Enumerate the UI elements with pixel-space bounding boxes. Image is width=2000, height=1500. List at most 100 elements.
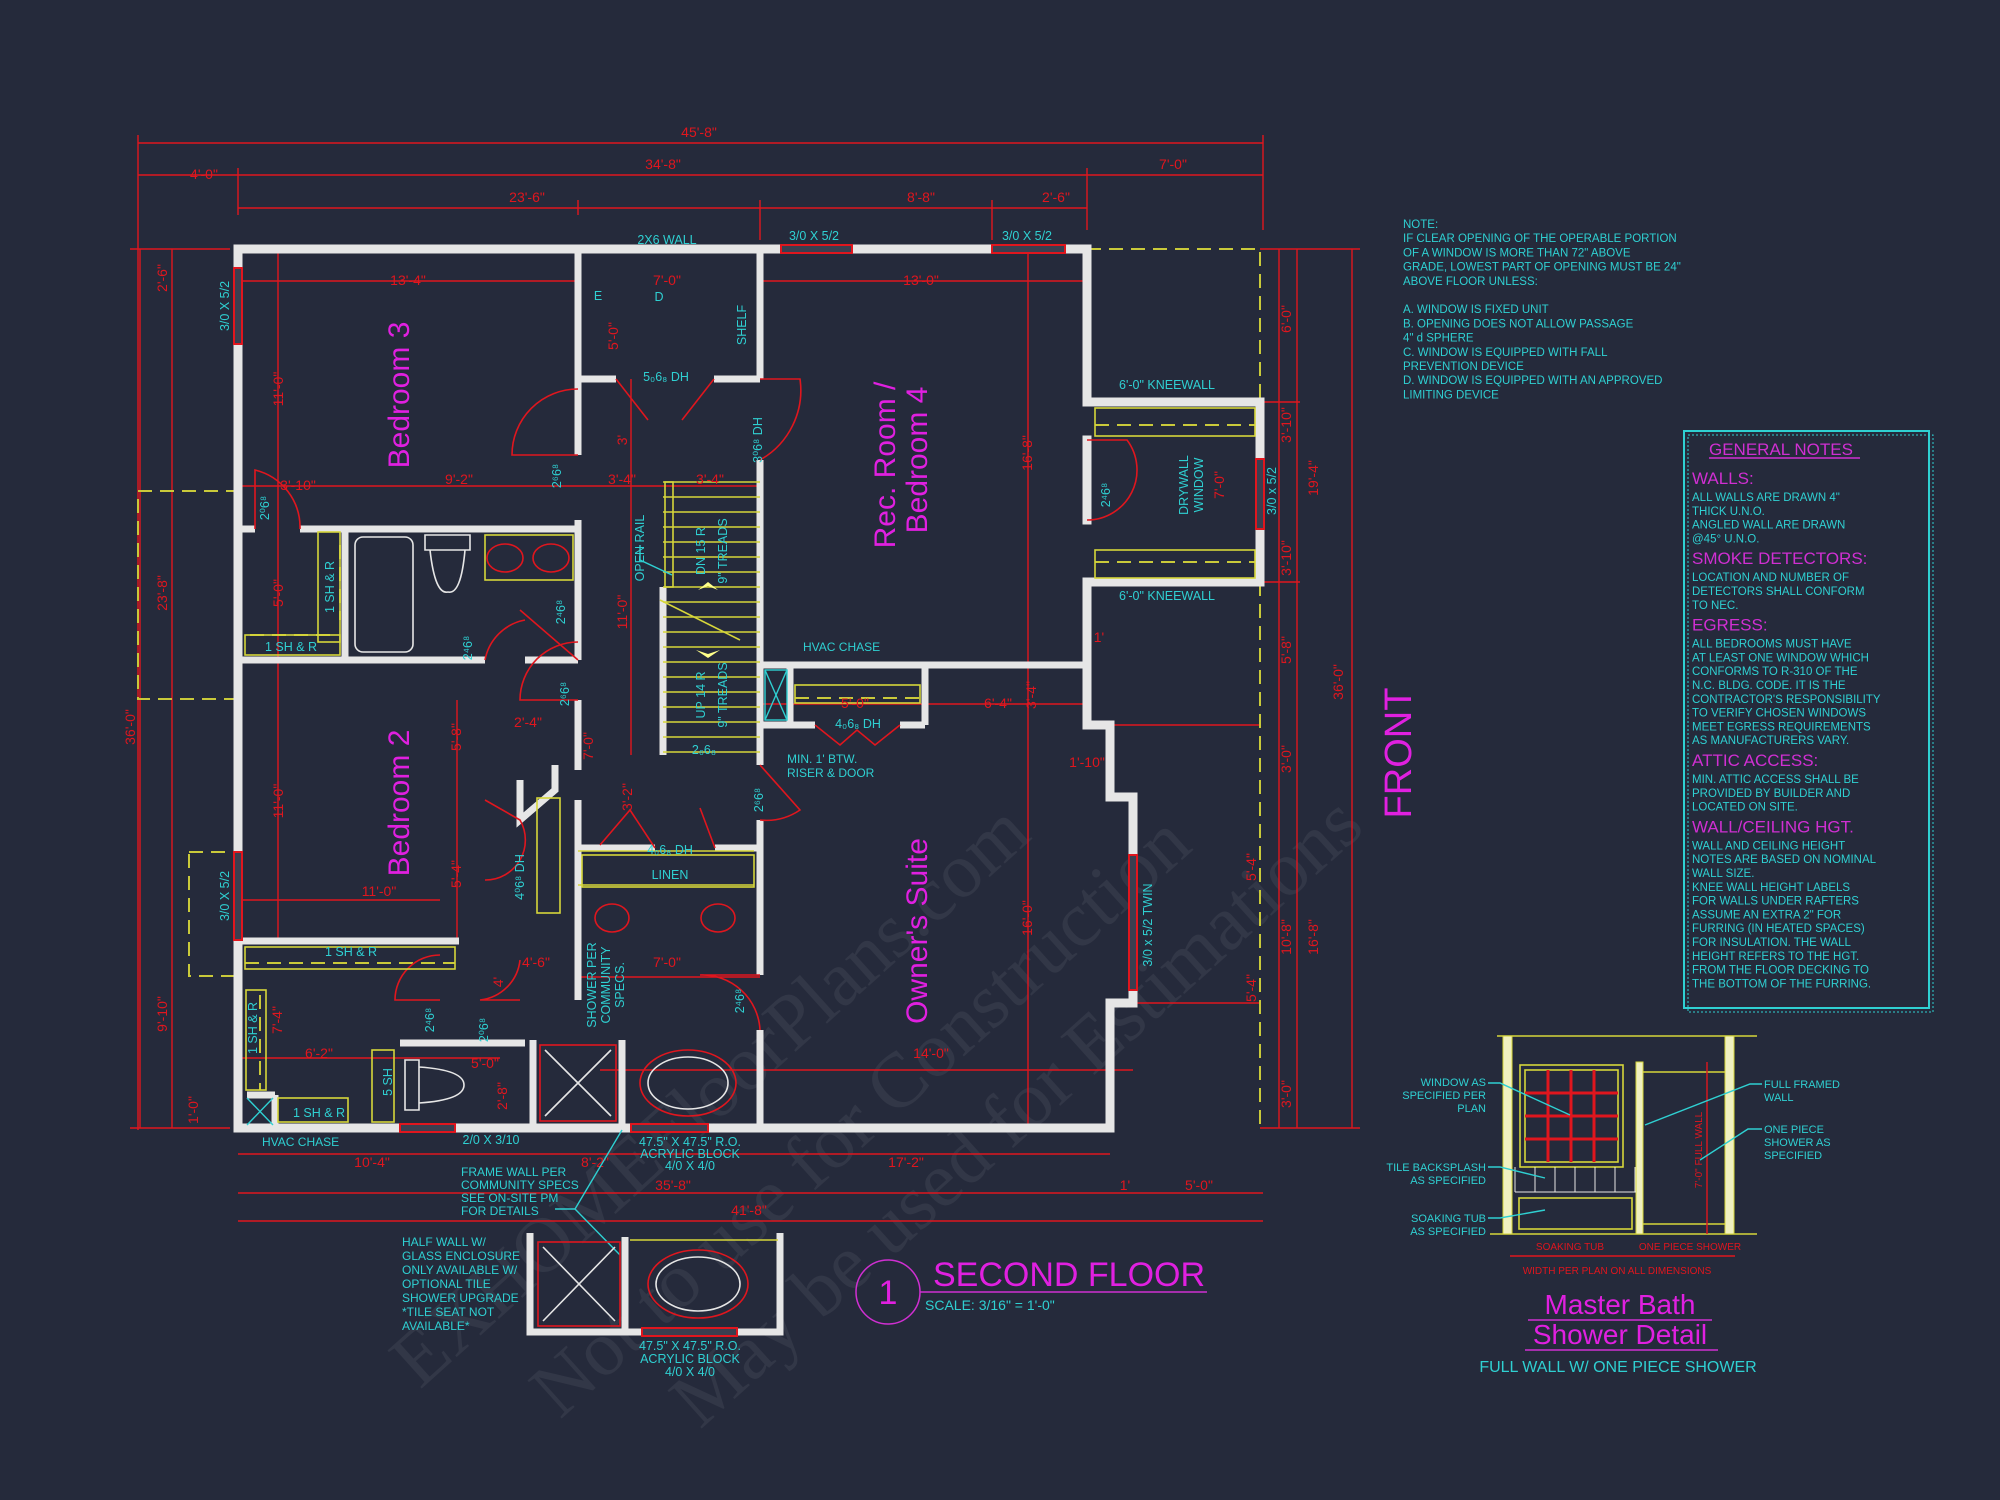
callout: WINDOW AS: [1421, 1077, 1486, 1089]
room-bedroom-3: Bedroom 3: [383, 322, 416, 469]
dim: 7'-0": [653, 272, 681, 288]
general-notes-line: HEIGHT REFERS TO THE HGT.: [1692, 951, 1859, 963]
dim: 9'-10": [154, 996, 170, 1032]
stair-label: 9" TREADS: [716, 662, 730, 727]
dim: 4'-6": [522, 954, 550, 970]
dim: 2'-6": [1042, 189, 1070, 205]
dim: 5'-0": [471, 1055, 499, 1071]
window-note-line: NOTE:: [1403, 219, 1438, 231]
window-label: 3/0 X 5/2: [218, 281, 232, 331]
label: 47.5" X 47.5" R.O.: [639, 1339, 741, 1353]
toilet: [424, 534, 471, 593]
note: SEE ON-SITE PM: [461, 1191, 558, 1205]
drawing-scale: SCALE: 3/16" = 1'-0": [925, 1297, 1055, 1313]
door-label: 2⁶6⁸: [558, 682, 572, 706]
note: AVAILABLE*: [402, 1319, 470, 1333]
walls: [233, 244, 1265, 1133]
label: LINEN: [652, 868, 689, 882]
general-notes-box: GENERAL NOTES WALLS:ALL WALLS ARE DRAWN …: [1683, 430, 1934, 1013]
general-notes-heading: WALLS:: [1692, 469, 1754, 488]
front-label: FRONT: [1378, 688, 1420, 819]
label: HVAC CHASE: [262, 1135, 339, 1149]
general-notes-line: THICK U.N.O.: [1692, 506, 1765, 518]
master-tub: [639, 1049, 737, 1117]
general-notes-line: ALL WALLS ARE DRAWN 4": [1692, 492, 1840, 504]
label: 6'-0" KNEEWALL: [1119, 589, 1215, 603]
dim: 3'-10": [280, 477, 316, 493]
detail-dim: 7'-0" FULL WALL: [1694, 1111, 1705, 1188]
general-notes-line: AT LEAST ONE WINDOW WHICH: [1692, 652, 1869, 664]
label: OPEN RAIL: [633, 515, 647, 582]
general-notes-line: NOTES ARE BASED ON NOMINAL: [1692, 854, 1877, 866]
half-wall-option-plan: 47.5" X 47.5" R.O. ACRYLIC BLOCK 4/0 X 4…: [402, 1233, 784, 1379]
label: MIN. 1' BTW.: [787, 752, 857, 766]
general-notes-line: WALL SIZE.: [1692, 868, 1754, 880]
door-label: 2⁰6⁸: [258, 496, 272, 520]
detail-title: Master Bath: [1545, 1289, 1696, 1320]
label: 4/0 X 4/0: [665, 1365, 715, 1379]
callout: SPECIFIED: [1764, 1150, 1822, 1162]
general-notes-line: ALL BEDROOMS MUST HAVE: [1692, 639, 1852, 651]
window-label: 3/0 X 5/2: [1002, 229, 1052, 243]
door-label: 5₀6₈ DH: [643, 370, 689, 384]
label: WINDOW: [1192, 457, 1206, 512]
dim: 3': [614, 435, 630, 445]
dim: 34'-8": [645, 156, 681, 172]
dim: 2'-6": [154, 264, 170, 292]
dim: 1'-10": [1069, 754, 1105, 770]
general-notes-line: @45° U.N.O.: [1692, 533, 1759, 545]
dim: 35'-8": [655, 1177, 691, 1193]
dim: 23'-8": [154, 575, 170, 611]
toilet: [404, 1059, 465, 1111]
general-notes-line: MEET EGRESS REQUIREMENTS: [1692, 721, 1871, 733]
bathtub: [354, 536, 414, 653]
door-label: 2⁴6⁸: [733, 989, 747, 1014]
dim: 36'-0": [122, 709, 138, 745]
dim: 5'-4": [448, 860, 464, 888]
general-notes-heading: WALL/CEILING HGT.: [1692, 817, 1854, 836]
dim: 5'-8": [1278, 636, 1294, 664]
label: 2X6 WALL: [637, 233, 696, 247]
callout: FULL FRAMED: [1764, 1079, 1840, 1091]
dim: 19'-4": [1305, 460, 1321, 496]
dim: 41'-8": [731, 1202, 767, 1218]
dim: 5'-8": [448, 723, 464, 751]
dim: 6'-2": [305, 1045, 333, 1061]
door-label: 3⁰6⁸ DH: [751, 417, 765, 463]
note: HALF WALL W/: [402, 1235, 486, 1249]
room-rec-room: Rec. Room /: [869, 381, 902, 548]
window-note-line: GRADE, LOWEST PART OF OPENING MUST BE 24…: [1403, 262, 1681, 274]
note: COMMUNITY SPECS: [461, 1178, 579, 1192]
callout: AS SPECIFIED: [1410, 1226, 1486, 1238]
dim: 14'-0": [913, 1045, 949, 1061]
room-owners-suite: Owner's Suite: [901, 838, 934, 1024]
window-label: 2/0 X 3/10: [463, 1133, 520, 1147]
dim: 10'-4": [354, 1154, 390, 1170]
general-notes-line: CONTRACTOR'S RESPONSIBILITY: [1692, 694, 1881, 706]
dim: 23'-6": [509, 189, 545, 205]
general-notes-line: LOCATION AND NUMBER OF: [1692, 572, 1849, 584]
dim: 3'-4": [696, 471, 724, 487]
dim: 1'-0": [185, 1096, 201, 1124]
dim: 6'-0": [1278, 305, 1294, 333]
dim: 8'-2": [581, 1154, 609, 1170]
dim: 5'-0": [605, 322, 621, 350]
label: 47.5" X 47.5" R.O.: [639, 1135, 741, 1149]
fixtures: [244, 407, 1256, 1126]
general-notes-line: ANGLED WALL ARE DRAWN: [1692, 520, 1845, 532]
staircase[interactable]: [639, 481, 760, 753]
note: ONLY AVAILABLE W/: [402, 1263, 518, 1277]
callout: SHOWER AS: [1764, 1137, 1831, 1149]
general-notes-line: FROM THE FLOOR DECKING TO: [1692, 965, 1869, 977]
window-label: 3/0 x 5/2 TWIN: [1141, 883, 1155, 966]
dim: 3'-0": [1278, 745, 1294, 773]
label: HVAC CHASE: [803, 640, 880, 654]
window-note-line: OF A WINDOW IS MORE THAN 72" ABOVE: [1403, 247, 1631, 259]
master-bath-shower-detail: 7'-0" FULL WALL SOAKING TUB ONE PIECE SH…: [1386, 1035, 1840, 1376]
dim: 16'-0": [1019, 900, 1035, 936]
dim: 7'-0": [1159, 156, 1187, 172]
window-label: 3/0 x 5/2: [1265, 467, 1279, 515]
dim: 5'-4": [1243, 853, 1259, 881]
dim: 17'-2": [888, 1154, 924, 1170]
